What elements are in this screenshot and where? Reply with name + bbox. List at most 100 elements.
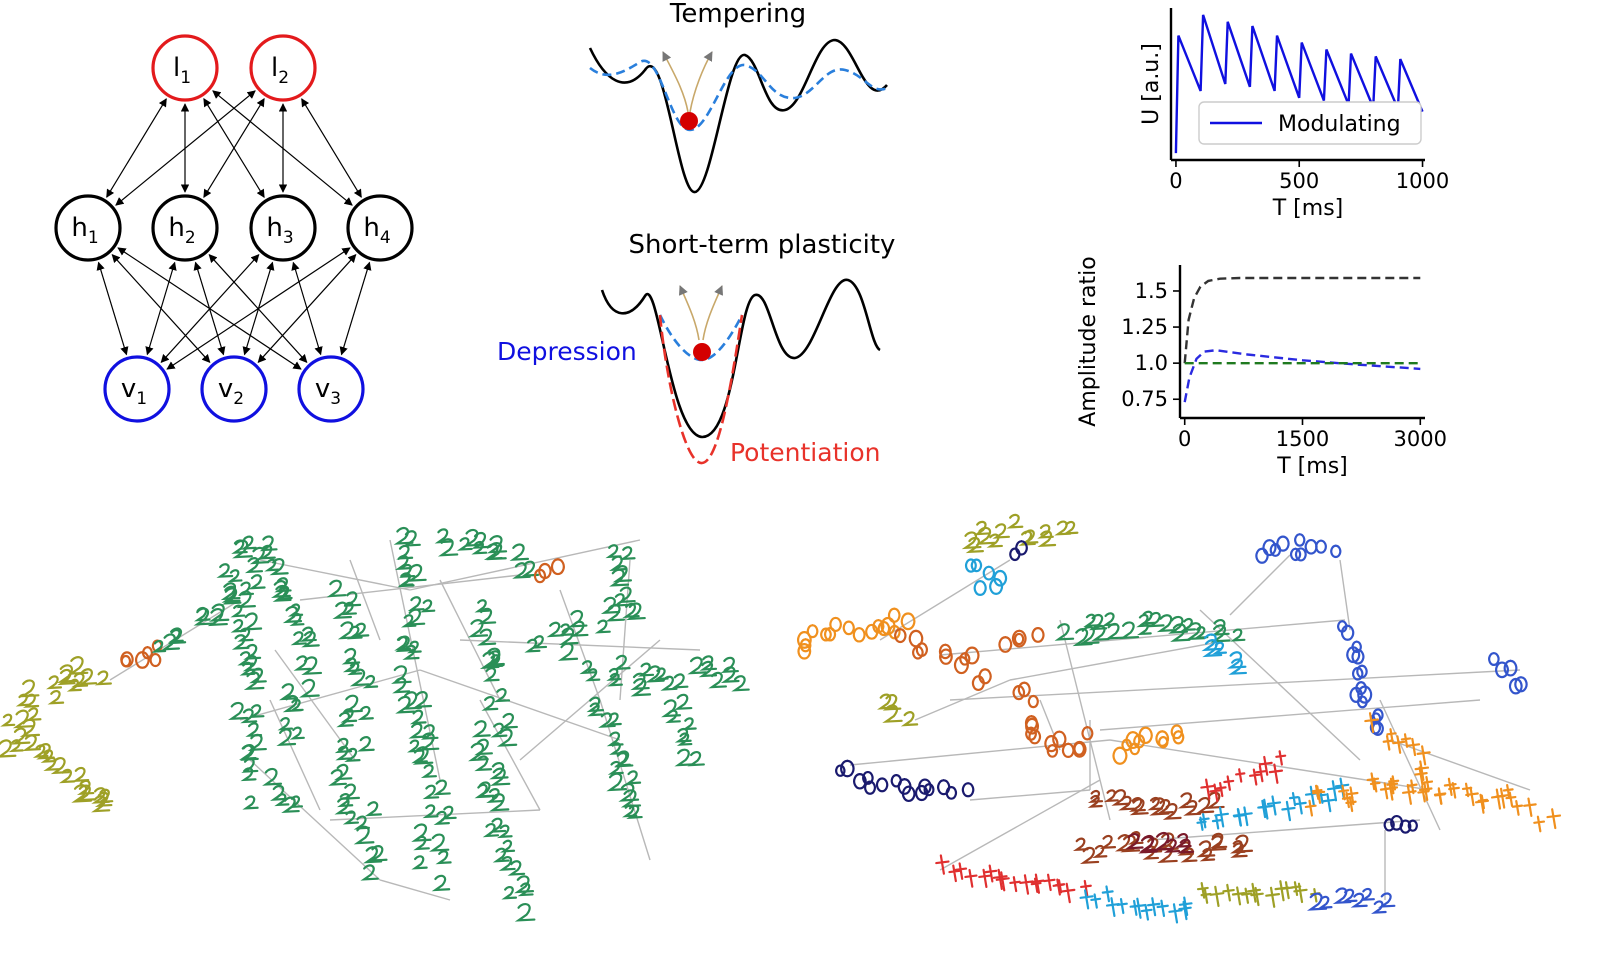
sample-glyph [22,693,40,708]
trajectory-jump [419,669,621,741]
sample-glyph [897,778,912,795]
sample-glyph [402,644,420,660]
sample-glyph [232,539,253,559]
sample-glyph [394,635,412,651]
sample-glyph [418,732,440,751]
sample-glyph [231,539,248,554]
sample-glyph [1139,610,1157,625]
sample-glyph [1205,791,1225,809]
sample-glyph [720,656,739,674]
sample-glyph [1027,694,1039,709]
sample-glyph [269,558,289,576]
sample-glyph [1356,664,1368,679]
sample-glyph [471,540,488,555]
trajectory-jump [249,759,381,881]
sample-glyph [340,708,358,723]
sample-glyph [674,727,692,743]
sample-glyph [938,643,952,660]
sample-glyph [624,770,642,785]
sample-glyph [71,672,89,688]
sample-glyph [1276,535,1290,552]
sample-glyph [606,667,622,681]
visible-node-1: v1 [103,355,171,423]
left-embedding [0,526,750,922]
sample-glyph [835,764,846,777]
sample-glyph [1416,745,1431,766]
sample-glyph [243,643,262,660]
sample-glyph [1201,633,1222,652]
sample-glyph [411,748,428,764]
sample-glyph [1502,783,1514,800]
sample-glyph [1294,547,1307,562]
sample-glyph [433,810,450,825]
sample-glyph [19,679,40,698]
sample-glyph [1240,887,1253,904]
sample-glyph [982,565,995,581]
sample-glyph [1418,781,1433,802]
sample-glyph [341,601,357,616]
sample-glyph [496,824,513,839]
sample-glyph [151,639,167,653]
sample-glyph [1168,903,1183,924]
y-tick-label: 1.25 [1121,315,1168,339]
sample-glyph [1351,648,1365,665]
sample-glyph [1156,799,1174,815]
sample-glyph [514,903,536,922]
sample-glyph [1062,520,1079,535]
sample-glyph [230,604,246,618]
sample-glyph [349,668,370,687]
series-line-1 [1183,276,1421,364]
sample-glyph [301,656,323,676]
sample-glyph [1174,832,1192,848]
trajectory-jump [459,639,701,651]
sample-glyph [499,712,518,729]
sample-glyph [1091,624,1110,642]
sample-glyph [474,599,490,613]
sample-glyph [353,825,375,845]
sample-glyph [973,520,991,536]
sample-glyph [422,804,439,819]
sample-glyph [357,736,375,752]
sample-glyph [594,619,611,634]
sample-glyph [618,782,640,802]
x-tick-label: 3000 [1394,427,1447,451]
sample-glyph [600,596,621,615]
sample-glyph [1386,728,1397,743]
x-tick-label: 1500 [1276,427,1329,451]
sample-glyph [406,563,427,582]
label-node-2-circle [249,34,317,102]
sample-glyph [989,578,1004,595]
stp-escape-arrow-right [702,285,724,341]
sample-glyph [411,855,428,870]
sample-glyph [799,638,812,653]
sample-glyph [1546,808,1562,830]
sample-glyph [479,651,500,669]
sample-glyph [992,868,1008,891]
sample-glyph [1129,798,1149,816]
sample-glyph [605,603,626,622]
sample-glyph [1208,835,1227,851]
sample-glyph [824,627,837,642]
sample-glyph [995,871,1010,892]
trajectory-jump [329,809,541,821]
sample-glyph [1370,900,1387,914]
sample-glyph [864,780,876,795]
x-tick-label: 0 [1178,427,1191,451]
stp-potentiation-curve [658,314,744,465]
x-tick-label: 500 [1279,169,1319,193]
potentiation-label: Potentiation [730,438,880,467]
sample-glyph [236,590,256,609]
sample-glyph [1255,764,1268,783]
trajectory-jump [949,669,1521,701]
sample-glyph [676,732,693,746]
sample-glyph [362,846,383,864]
sample-glyph [1018,530,1036,546]
legend-box [1198,101,1422,145]
sample-glyph [496,728,518,747]
sample-glyph [877,621,891,637]
sample-glyph [901,785,916,802]
sample-glyph [394,554,413,571]
sample-glyph [220,582,241,601]
sample-glyph [1359,887,1375,902]
